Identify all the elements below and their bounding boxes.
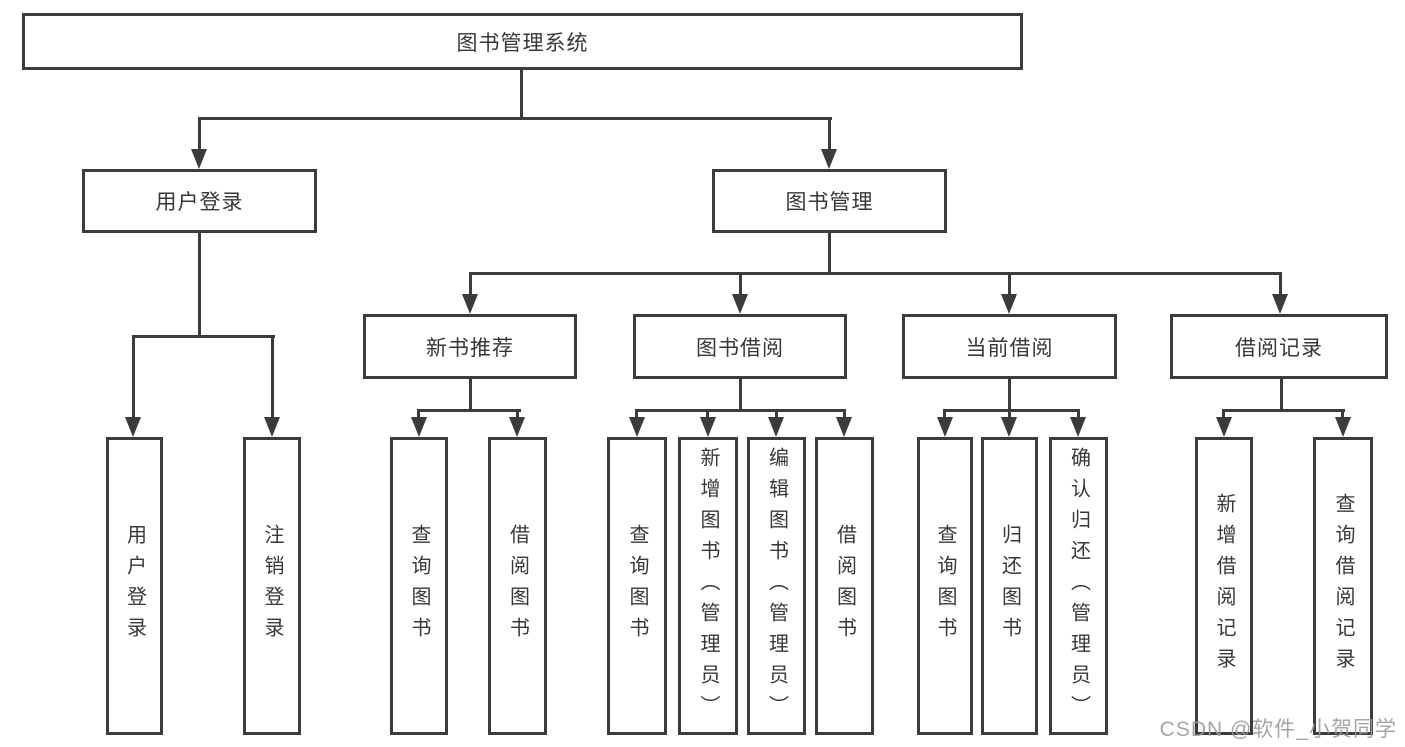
leaf-label: 借阅图书 (833, 524, 856, 648)
connector-stem (1008, 409, 1011, 421)
leaf-borrow-books-recommend: 借阅图书 (488, 437, 547, 735)
arrowhead-down-icon (1001, 417, 1017, 437)
arrowhead-down-icon (264, 417, 280, 437)
arrowhead-down-icon (700, 417, 716, 437)
leaf-add-books-admin: 新增图书（管理员） (678, 437, 738, 735)
connector-stem (828, 233, 831, 275)
connector-level1-bus (198, 117, 832, 120)
arrowhead-down-icon (629, 417, 645, 437)
arrowhead-down-icon (768, 417, 784, 437)
watermark: CSDN @软件_小贺同学 (1159, 718, 1397, 741)
leaf-user-login: 用户登录 (106, 437, 163, 735)
leaf-label: 查询图书 (626, 524, 648, 648)
node-book-management: 图书管理 (712, 169, 947, 233)
leaf-label: 新增图书（管理员） (697, 446, 719, 726)
connector-stem (635, 409, 638, 421)
connector-stem (198, 117, 201, 151)
arrowhead-down-icon (1070, 417, 1086, 437)
node-user-login: 用户登录 (82, 169, 317, 233)
connector-stem (706, 409, 709, 421)
leaf-label: 用户登录 (123, 524, 146, 648)
arrowhead-down-icon (1216, 417, 1232, 437)
node-borrowing-records: 借阅记录 (1170, 314, 1388, 379)
leaf-logout: 注销登录 (243, 437, 301, 735)
leaf-confirm-return-admin: 确认归还（管理员） (1049, 437, 1108, 735)
arrowhead-down-icon (732, 294, 748, 314)
node-label: 图书管理系统 (456, 31, 589, 55)
leaf-label: 查询借阅记录 (1332, 493, 1354, 679)
leaf-label: 确认归还（管理员） (1067, 446, 1090, 726)
leaf-label: 归还图书 (998, 524, 1021, 648)
node-label: 借阅记录 (1235, 336, 1323, 360)
node-book-borrowing: 图书借阅 (633, 314, 847, 379)
leaf-label: 借阅图书 (506, 524, 529, 648)
connector-stem (1222, 409, 1225, 421)
leaf-query-borrow-record: 查询借阅记录 (1313, 437, 1373, 735)
arrowhead-down-icon (462, 294, 478, 314)
node-label: 当前借阅 (965, 336, 1054, 360)
connector-stem (843, 409, 846, 421)
connector-bus (1222, 409, 1345, 412)
connector-stem (739, 379, 742, 412)
connector-bus (943, 409, 1080, 412)
connector-stem (469, 379, 472, 412)
connector-stem (132, 335, 135, 419)
connector-stem (1280, 379, 1283, 412)
node-label: 用户登录 (155, 191, 244, 214)
connector-stem (1341, 409, 1344, 421)
arrowhead-down-icon (411, 417, 427, 437)
node-library-management-system: 图书管理系统 (22, 13, 1023, 70)
connector-stem (1008, 272, 1011, 296)
node-label: 新书推荐 (426, 336, 514, 360)
leaf-query-books-recommend: 查询图书 (390, 437, 448, 735)
connector-stem (469, 272, 472, 296)
connector-stem (739, 272, 742, 296)
arrowhead-down-icon (836, 417, 852, 437)
connector-stem (828, 117, 831, 151)
connector-stem (1008, 379, 1011, 412)
leaf-borrow-books: 借阅图书 (815, 437, 874, 735)
arrowhead-down-icon (1335, 417, 1351, 437)
arrowhead-down-icon (1001, 294, 1017, 314)
connector-bus (132, 335, 275, 338)
arrowhead-down-icon (191, 149, 207, 169)
connector-stem (775, 409, 778, 421)
node-current-borrowing: 当前借阅 (902, 314, 1117, 379)
node-label: 图书管理 (785, 191, 874, 214)
leaf-label: 查询图书 (934, 524, 956, 648)
arrowhead-down-icon (125, 417, 141, 437)
connector-stem (271, 335, 274, 419)
arrowhead-down-icon (509, 417, 525, 437)
leaf-edit-books-admin: 编辑图书（管理员） (747, 437, 806, 735)
connector-stem (943, 409, 946, 421)
connector-stem (198, 233, 201, 338)
leaf-add-borrow-record: 新增借阅记录 (1195, 437, 1253, 735)
arrowhead-down-icon (937, 417, 953, 437)
connector-stem (516, 409, 519, 421)
node-new-book-recommendation: 新书推荐 (363, 314, 577, 379)
leaf-label: 新增借阅记录 (1213, 493, 1235, 679)
leaf-query-books-borrowing: 查询图书 (607, 437, 667, 735)
connector-stem (1077, 409, 1080, 421)
connector-bus (417, 409, 521, 412)
leaf-label: 查询图书 (408, 524, 430, 648)
node-label: 图书借阅 (696, 336, 784, 360)
leaf-label: 注销登录 (261, 524, 283, 648)
leaf-label: 编辑图书（管理员） (765, 446, 788, 726)
connector-bus (635, 409, 846, 412)
connector-root-stem (520, 69, 523, 117)
leaf-query-books-current: 查询图书 (917, 437, 973, 735)
arrowhead-down-icon (1272, 294, 1288, 314)
arrowhead-down-icon (821, 149, 837, 169)
leaf-return-books: 归还图书 (981, 437, 1038, 735)
connector-level2-bus (469, 272, 1282, 275)
connector-stem (1279, 272, 1282, 296)
connector-stem (417, 409, 420, 421)
